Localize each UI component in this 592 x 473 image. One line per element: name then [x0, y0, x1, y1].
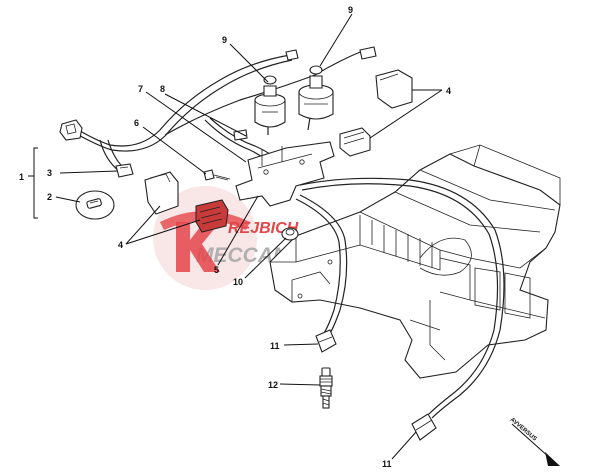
ignition-coil-left [254, 75, 286, 128]
callout-10: 10 [233, 277, 243, 287]
callout-9-left: 9 [222, 35, 227, 45]
connector-part-3 [115, 163, 134, 178]
relay-red-connector [195, 199, 229, 233]
callout-4-left: 4 [118, 240, 123, 250]
screw-part-6 [203, 169, 231, 181]
callout-8: 8 [160, 84, 165, 94]
callout-2: 2 [47, 192, 52, 202]
relay-cover-left [144, 171, 179, 215]
fuse-part-2 [75, 190, 115, 220]
coil-bracket-part-5 [235, 141, 335, 207]
callout-12: 12 [268, 380, 278, 390]
direction-indicator: AVVERSUS [509, 417, 560, 466]
harness-connector-left [59, 119, 83, 141]
coil-lead-plug [285, 49, 299, 61]
callout-1: 1 [19, 172, 24, 182]
small-terminal-connector [233, 129, 248, 141]
assembly-brace-1 [28, 147, 38, 219]
callout-labels: 1 2 3 4 4 5 6 7 8 9 9 10 11 11 12 [19, 5, 451, 469]
coil-top-connector [359, 46, 377, 60]
relay-right-top [375, 69, 413, 109]
relay-right-bottom [339, 127, 371, 157]
airbox-housing [269, 144, 561, 379]
wiring-harness [74, 49, 505, 419]
ignition-coil-right [298, 65, 334, 120]
direction-label: AVVERSUS [509, 417, 538, 443]
direction-arrow-icon [545, 452, 560, 466]
watermark-k-mark [176, 222, 220, 272]
spark-plug-part-12 [319, 367, 333, 409]
spark-plug-cap-lower [411, 413, 437, 441]
callout-7: 7 [138, 84, 143, 94]
callout-4-right: 4 [446, 86, 451, 96]
callout-6: 6 [134, 118, 139, 128]
callout-5: 5 [214, 265, 219, 275]
callout-11-lower: 11 [382, 459, 392, 469]
spark-plug-cap-upper [315, 329, 337, 353]
callout-11-upper: 11 [270, 341, 280, 351]
callout-9-right: 9 [348, 5, 353, 15]
callout-3: 3 [47, 168, 52, 178]
grommet-part-10 [281, 227, 299, 241]
watermark-text-top: REJBICH [228, 220, 299, 237]
leader-lines [55, 13, 443, 460]
